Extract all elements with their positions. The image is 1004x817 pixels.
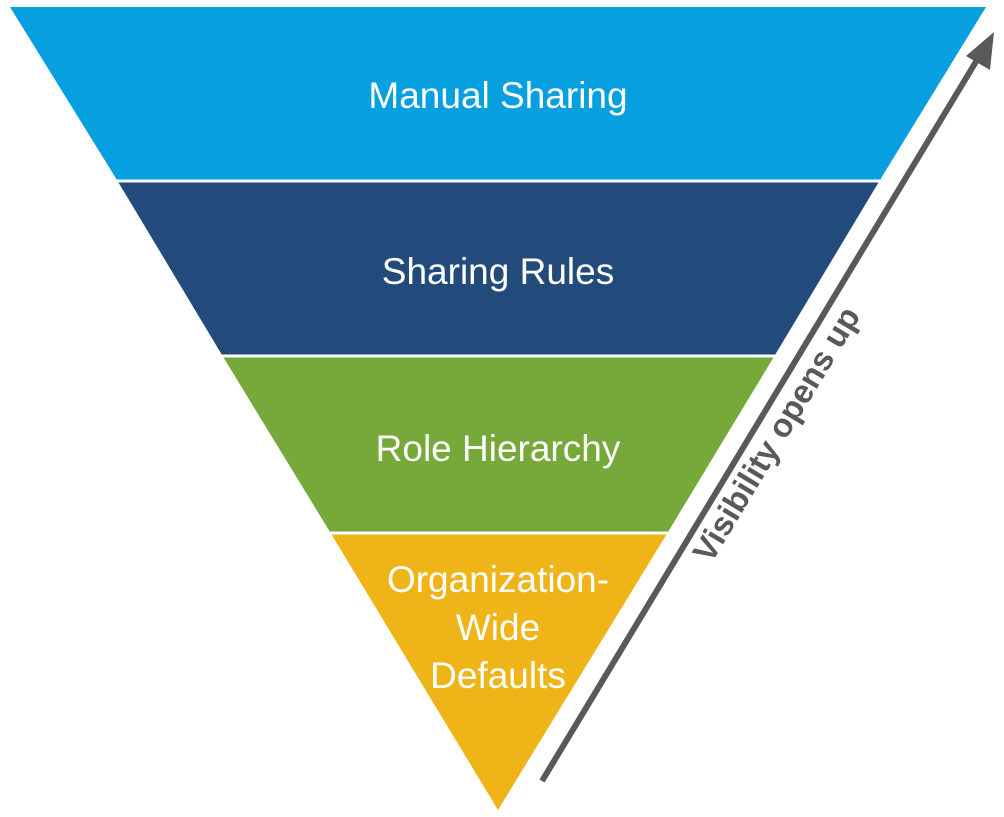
layer-org-defaults-label-line3: Defaults <box>430 655 566 696</box>
arrow-up-icon <box>966 32 994 70</box>
layer-manual-sharing <box>10 7 986 180</box>
layer-role-hierarchy-label: Role Hierarchy <box>376 428 621 469</box>
layer-manual-sharing-label: Manual Sharing <box>368 75 627 116</box>
visibility-arrow-shaft <box>539 53 983 783</box>
layer-role-hierarchy <box>222 355 775 532</box>
layer-org-defaults-label-line1: Organization- <box>387 559 609 600</box>
layer-sharing-rules <box>117 180 880 355</box>
layer-sharing-rules-label: Sharing Rules <box>382 251 614 292</box>
layer-org-defaults-label-line2: Wide <box>456 607 540 648</box>
layer-organization-wide-defaults <box>330 532 668 810</box>
